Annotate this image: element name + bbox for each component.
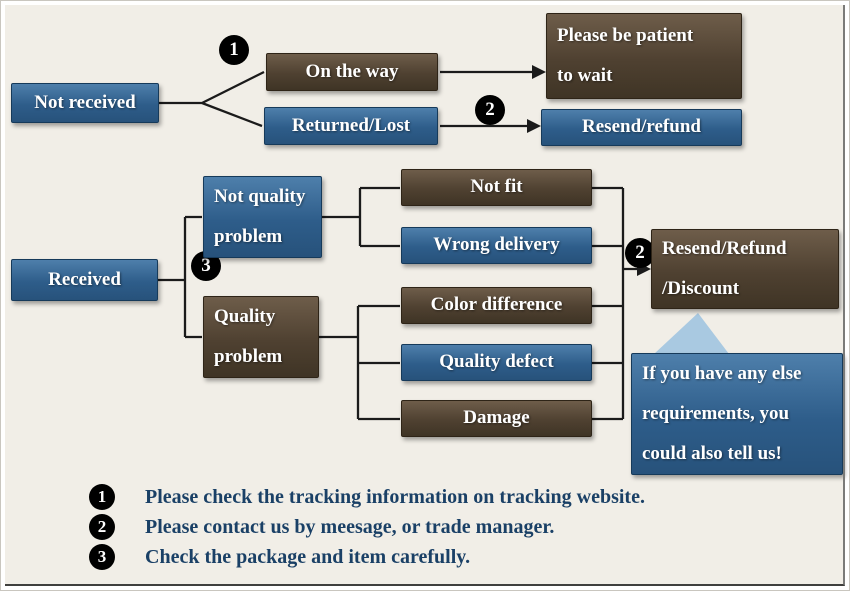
node-not-fit: Not fit (401, 169, 592, 206)
node-not-quality-problem: Not quality problem (203, 176, 322, 258)
node-resend-refund: Resend/refund (541, 109, 742, 146)
node-resend-refund-discount: Resend/Refund /Discount (651, 229, 839, 309)
node-be-patient-line1: Please be patient (557, 25, 694, 46)
legend-row-3: 3 Check the package and item carefully. (89, 544, 645, 570)
note-bubble-line2: requirements, you (642, 403, 790, 424)
legend-badge-3: 3 (89, 544, 115, 570)
node-not-quality-line1: Not quality (214, 186, 306, 207)
node-be-patient-line2: to wait (557, 65, 613, 86)
node-resend-discount-line2: /Discount (662, 278, 740, 299)
legend-badge-1: 1 (89, 484, 115, 510)
note-bubble: If you have any else requirements, you c… (631, 353, 843, 475)
node-resend-discount-line1: Resend/Refund (662, 238, 787, 259)
note-bubble-line1: If you have any else (642, 363, 802, 384)
legend-text-3: Check the package and item carefully. (145, 545, 471, 568)
step-badge-1: 1 (219, 35, 249, 65)
node-wrong-delivery: Wrong delivery (401, 227, 592, 264)
legend: 1 Please check the tracking information … (89, 484, 645, 574)
legend-badge-2: 2 (89, 514, 115, 540)
node-quality-defect: Quality defect (401, 344, 592, 381)
legend-text-1: Please check the tracking information on… (145, 485, 645, 508)
node-be-patient: Please be patient to wait (546, 13, 742, 99)
node-on-the-way: On the way (266, 53, 438, 91)
step-badge-2: 2 (475, 95, 505, 125)
node-damage: Damage (401, 400, 592, 437)
legend-text-2: Please contact us by meesage, or trade m… (145, 515, 555, 538)
node-not-quality-line2: problem (214, 226, 283, 247)
legend-row-2: 2 Please contact us by meesage, or trade… (89, 514, 645, 540)
node-color-difference: Color difference (401, 287, 592, 324)
node-quality-line1: Quality (214, 306, 276, 327)
bubble-pointer (654, 313, 729, 354)
node-quality-problem: Quality problem (203, 296, 319, 378)
node-quality-line2: problem (214, 346, 283, 367)
node-received: Received (11, 259, 158, 301)
legend-row-1: 1 Please check the tracking information … (89, 484, 645, 510)
note-bubble-line3: could also tell us! (642, 443, 782, 464)
step-badge-2-right: 2 (625, 238, 655, 268)
node-not-received: Not received (11, 83, 159, 123)
node-returned-lost: Returned/Lost (264, 107, 438, 145)
